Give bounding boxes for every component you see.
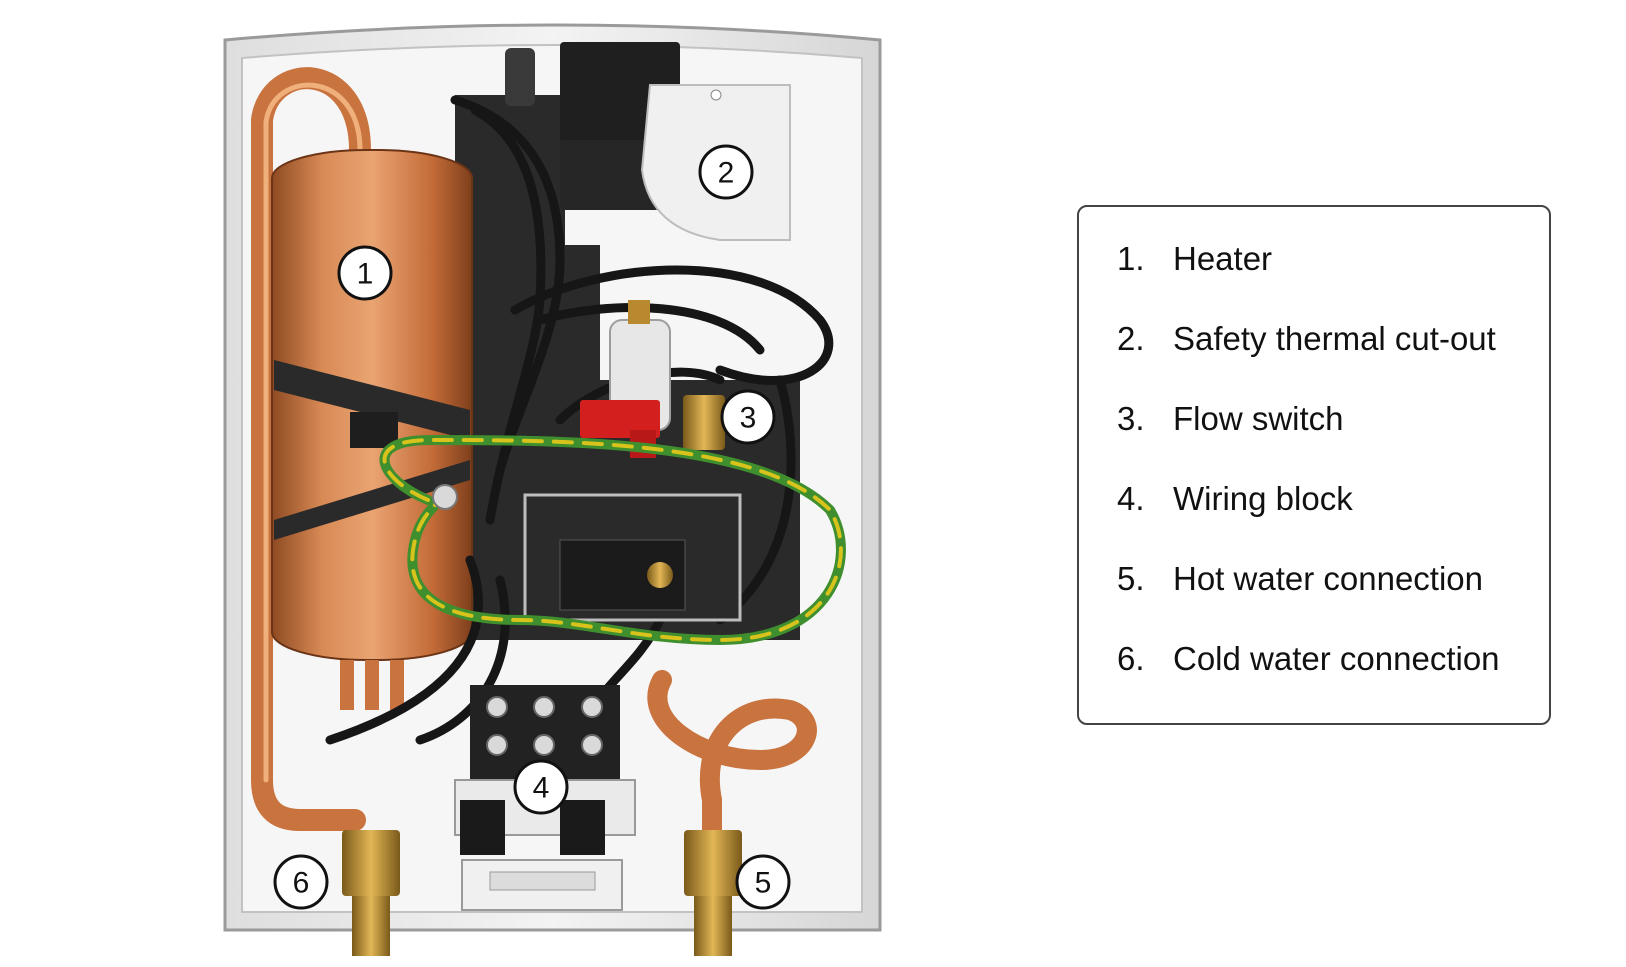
callout-5-number: 5 [755, 867, 772, 900]
legend-box: 1. Heater 2. Safety thermal cut-out 3. Flow… [1077, 205, 1551, 725]
thermal-cutout-pin [710, 89, 722, 101]
callout-3-number: 3 [740, 402, 757, 435]
earth-screw [432, 484, 458, 510]
callout-2-number: 2 [718, 157, 735, 190]
legend-item-cold-water-connection: 6. Cold water connection [1117, 640, 1500, 678]
earth-wire-stripe [382, 437, 843, 643]
terminal-foot [460, 800, 505, 855]
callout-4: 4 [513, 759, 569, 815]
mount-slot [505, 48, 535, 106]
heater-terminal [365, 660, 379, 710]
hot-water-pipe [647, 670, 817, 860]
terminal-screws [486, 696, 603, 756]
flow-switch-red-lever [580, 400, 660, 438]
legend-item-label: Hot water connection [1173, 560, 1484, 597]
legend-item-number: 4. [1117, 480, 1145, 517]
legend-item-flow-switch: 3. Flow switch [1117, 400, 1344, 438]
cold-water-fitting [342, 830, 400, 896]
legend-item-number: 3. [1117, 400, 1145, 437]
terminal-foot [560, 800, 605, 855]
legend-item-hot-water-connection: 5. Hot water connection [1117, 560, 1483, 598]
callout-6: 6 [273, 854, 329, 910]
callout-4-number: 4 [533, 772, 550, 805]
control-unit-screw [647, 562, 673, 588]
callout-2: 2 [698, 144, 754, 200]
callout-5: 5 [735, 854, 791, 910]
relay-block-lower [560, 140, 660, 210]
legend-item-number: 2. [1117, 320, 1145, 357]
heater-clip [350, 412, 398, 448]
callout-6-number: 6 [293, 867, 310, 900]
cold-water-nipple [352, 896, 390, 956]
legend-item-wiring-block: 4. Wiring block [1117, 480, 1353, 518]
copper-riser-pipe [251, 67, 371, 831]
legend-item-label: Wiring block [1173, 480, 1353, 517]
heater-strap [274, 360, 470, 440]
heater-strap-lower [274, 460, 470, 540]
legend-item-number: 1. [1117, 240, 1145, 277]
callout-1: 1 [337, 245, 393, 301]
legend-item-number: 6. [1117, 640, 1145, 677]
heater-terminal [390, 660, 404, 710]
legend-item-label: Safety thermal cut-out [1173, 320, 1496, 357]
flow-switch-cap [628, 300, 650, 324]
legend-item-label: Cold water connection [1173, 640, 1500, 677]
hot-water-fitting [684, 830, 742, 896]
legend-item-label: Flow switch [1173, 400, 1344, 437]
callout-3: 3 [720, 389, 776, 445]
callout-1-number: 1 [357, 258, 374, 291]
heater-terminal [340, 660, 354, 710]
hot-water-nipple [694, 896, 732, 956]
legend-item-number: 5. [1117, 560, 1145, 597]
flow-switch-brass [683, 395, 725, 450]
copper-riser-highlight [263, 82, 363, 783]
mounting-bracket-slot [489, 871, 596, 891]
legend-item-heater: 1. Heater [1117, 240, 1272, 278]
legend-item-safety-thermal-cutout: 2. Safety thermal cut-out [1117, 320, 1496, 358]
legend-item-label: Heater [1173, 240, 1273, 277]
